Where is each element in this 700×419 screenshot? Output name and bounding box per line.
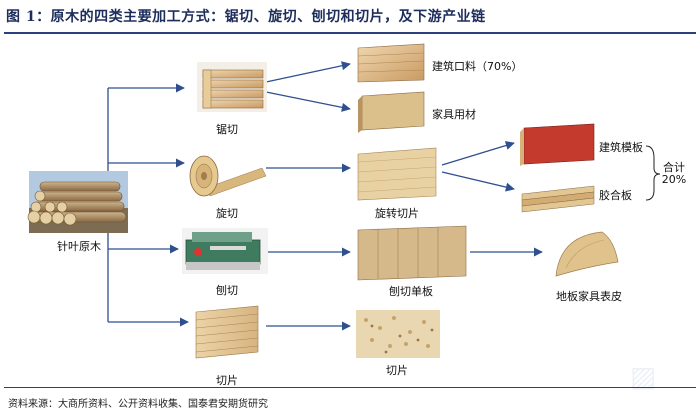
planed-veneer-image [356,224,466,280]
slice-method-label: 切片 [216,372,238,388]
furniture-wood-image [356,90,426,134]
building-lumber-image [356,40,426,82]
plane-method-label: 刨切 [216,282,238,298]
raw-log-image [28,171,128,233]
total-share: 20% [662,173,686,186]
rotary-veneer-label: 旋转切片 [375,205,419,221]
formwork-label: 建筑模板 [599,139,643,155]
plywood-image [518,172,596,216]
sawn-lumber-image [197,62,267,112]
formwork-image [518,122,596,168]
footer-rule [4,387,696,388]
floor-surface-label: 地板家具表皮 [556,288,622,304]
building-lumber-label: 建筑口料（70%） [432,58,522,74]
source-note: 资料来源：大商所资料、公开资料收集、国泰君安期货研究 [8,395,268,410]
connector-lines [80,64,542,326]
sliced-boards-image [190,302,262,364]
floor-veneer-image [548,228,622,282]
chips-label: 切片 [386,362,408,378]
veneer-roll-image [188,144,266,200]
plywood-label: 胶合板 [599,187,632,203]
rotary-veneer-image [356,146,438,202]
wood-chips-image [356,310,440,358]
saw-method-label: 锯切 [216,121,238,137]
planed-veneer-label: 刨切单板 [389,283,433,299]
total-brace [646,146,660,200]
rotary-method-label: 旋切 [216,205,238,221]
planer-machine-image [182,228,268,274]
raw-log-label: 针叶原木 [57,238,101,254]
furniture-wood-label: 家具用材 [432,106,476,122]
